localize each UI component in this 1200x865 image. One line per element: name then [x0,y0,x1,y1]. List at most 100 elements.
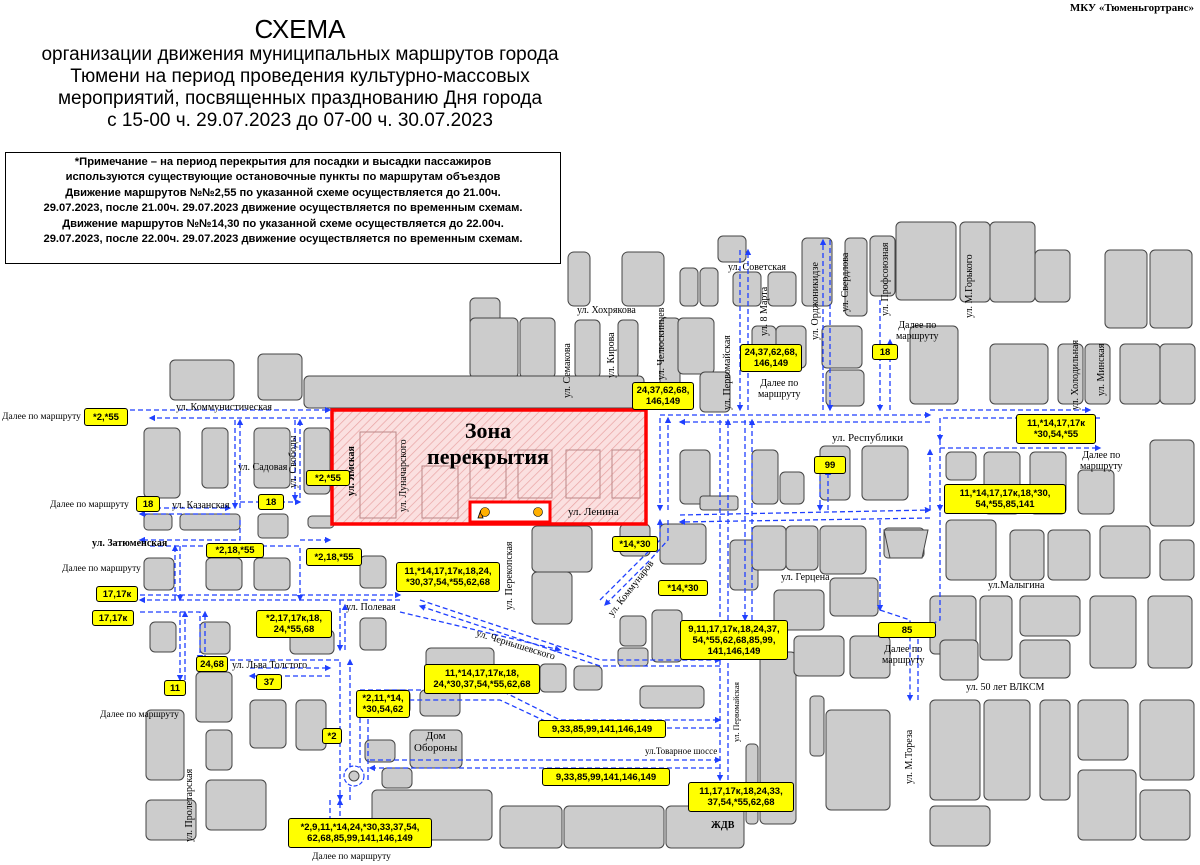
route-box-line: *2,11,*14, [362,693,404,704]
route-box: 24,68 [196,656,228,672]
street-sovetskaya: ул. Советская [728,262,786,273]
subtitle-line: организации движения муниципальных маршр… [41,44,559,65]
further-label: Далее по маршруту [50,500,129,510]
route-box-line: 24,*30,37,54,*55,62,68 [433,679,531,690]
route-box: *2 [322,728,342,744]
street-sadovaya: ул. Садовая [238,462,288,473]
street-minskaya: ул. Минская [1096,343,1107,396]
subtitle-line: мероприятий, посвященных празднованию Дн… [57,88,543,109]
street-profsoyuznaya: ул. Профсоюзная [880,242,891,316]
route-box-line: 11,17,17к,18,24,33, [699,786,783,797]
street-svobody: ул. Свободы [288,435,299,488]
route-box-line: 24,37,62,68, [744,347,798,358]
street-kazanskaya: ул. Казанская [172,500,230,511]
further-line: Далее по [1082,450,1121,461]
route-box: 11 [164,680,186,696]
route-box-line: *2,17,17к,18, [266,613,322,624]
route-box: *2,11,*14, *30,54,62 [356,690,410,718]
further-line: Далее по [760,378,799,389]
city-blocks [143,221,1196,849]
further-label-2line: Далее по маршруту [882,644,925,666]
route-box-line: *30,37,54,*55,62,68 [406,577,490,588]
route-box: *2,18,*55 [206,543,264,558]
closure-zone [330,408,648,526]
street-respubliki: ул. Республики [832,432,904,444]
label-dom-oborony: Дом Обороны [414,730,457,754]
further-line: Далее по [898,320,937,331]
route-box: 11,*14,17,17к,18,*30, 54,*55,85,141 [944,484,1066,514]
street-malygina: ул.Малыгина [988,580,1045,591]
note-line: используются существующие остановочные п… [65,171,501,184]
note-line: 29.07.2023, после 21.00ч. 29.07.2023 дви… [43,202,523,215]
route-box-line: 9,11,17,17к,18,24,37, [688,623,780,635]
further-line: Далее по [884,644,923,655]
further-label: Далее по маршруту [2,412,81,422]
route-box: 85 [878,622,936,638]
street-zatyumenskaya: ул. Затюменская [92,538,168,549]
further-label: Далее по маршруту [62,564,141,574]
zone-title-line: перекрытия [427,444,549,469]
trapezoid-block [883,529,929,559]
route-box: 99 [814,456,846,474]
route-lines [130,238,1102,842]
label-dom-oborony-line: Обороны [414,742,458,754]
street-proletarskaya: ул. Пролетарская [184,768,195,842]
further-line: маршруту [1080,461,1123,472]
route-box: 37 [256,674,282,690]
street-kommunisticheskaya: ул. Коммунистическая [176,402,272,413]
street-ordzhonikidze: ул. Орджоникидзе [810,262,821,340]
route-box: 9,33,85,99,141,146,149 [538,720,666,738]
note-line: *Примечание – на период перекрытия для п… [74,156,492,168]
further-label-2line: Далее по маршруту [758,378,801,400]
route-box: *2,9,11,*14,24,*30,33,37,54, 62,68,85,99… [288,818,432,848]
route-box: 9,33,85,99,141,146,149 [542,768,670,786]
further-line: маршруту [896,331,939,342]
route-box: 11,*14,17,17к,18, 24,*30,37,54,*55,62,68 [424,664,540,694]
street-gertsena: ул. Герцена [781,572,830,583]
note-line: Движение маршрутов №№14,30 по указанной … [62,217,504,230]
organization-name: МКУ «Тюменьгортранс» [1069,2,1194,14]
route-box: 17,17к [92,610,134,626]
route-box-line: 54,*55,85,141 [975,499,1035,510]
route-box-line: 37,54,*55,62,68 [707,797,775,808]
further-line: маршруту [758,389,801,400]
route-box: 17,17к [96,586,138,602]
street-polevaya: ул. Полевая [346,602,396,613]
street-kholodilnaya: ул. Холодильная [1070,339,1081,410]
further-label-2line: Далее по маршруту [1080,450,1123,472]
subtitle-line: Тюмени на период проведения культурно-ма… [70,66,530,87]
further-label: Далее по маршруту [100,710,179,720]
further-line: маршруту [882,655,925,666]
route-box-line: 24,37,62,68, [636,385,690,396]
street-tovarnoe-shosse: ул.Товарное шоссе [645,746,718,756]
route-box: 11,17,17к,18,24,33, 37,54,*55,62,68 [688,782,794,812]
further-label: Далее по маршруту [312,852,391,862]
further-label-2line: Далее по маршруту [896,320,939,342]
street-m-toreza: ул. М.Тореза [904,729,915,784]
street-8-marta: ул. 8 Марта [759,286,770,336]
route-box: 24,37,62,68, 146,149 [632,382,694,410]
route-box: 24,37,62,68, 146,149 [740,344,802,372]
street-lunacharskogo: ул. Луначарского [398,439,409,512]
title-block: СХЕМА организации движения муниципальных… [20,14,580,132]
route-box: *14,*30 [612,536,658,552]
route-box-line: 141,146,149 [707,645,761,657]
route-box: 18 [258,494,284,510]
route-box-line: 11,*14,17,17к,18, [445,668,519,679]
route-box-line: 11,*14,17,17к [1026,418,1086,429]
closure-zone-title: Зона перекрытия [408,418,568,470]
route-box-line: 146,149 [753,358,789,369]
street-pervomayskaya: ул. Первомайская [722,335,733,410]
page-title: СХЕМА [254,14,346,44]
street-perekopskaya: ул. Перекопская [504,541,515,610]
street-chelyuskintsev: ул. Челюскинцев [656,307,667,380]
street-50-let-vlksm: ул. 50 лет ВЛКСМ [966,682,1045,693]
route-box-line: 62,68,85,99,141,146,149 [307,833,413,844]
street-pervomayskaya-south: ул. Первомайская [732,682,741,742]
route-box-line: 11,*14,17,17к,18,*30, [959,488,1051,499]
street-lva-tolstogo: ул. Льва Толстого [232,660,308,671]
route-box: 11,*14,17,17к,18,24, *30,37,54,*55,62,68 [396,562,500,592]
subtitle-line: с 15-00 ч. 29.07.2023 до 07-00 ч. 30.07.… [107,110,493,131]
route-box-line: *30,54,62 [362,704,404,715]
